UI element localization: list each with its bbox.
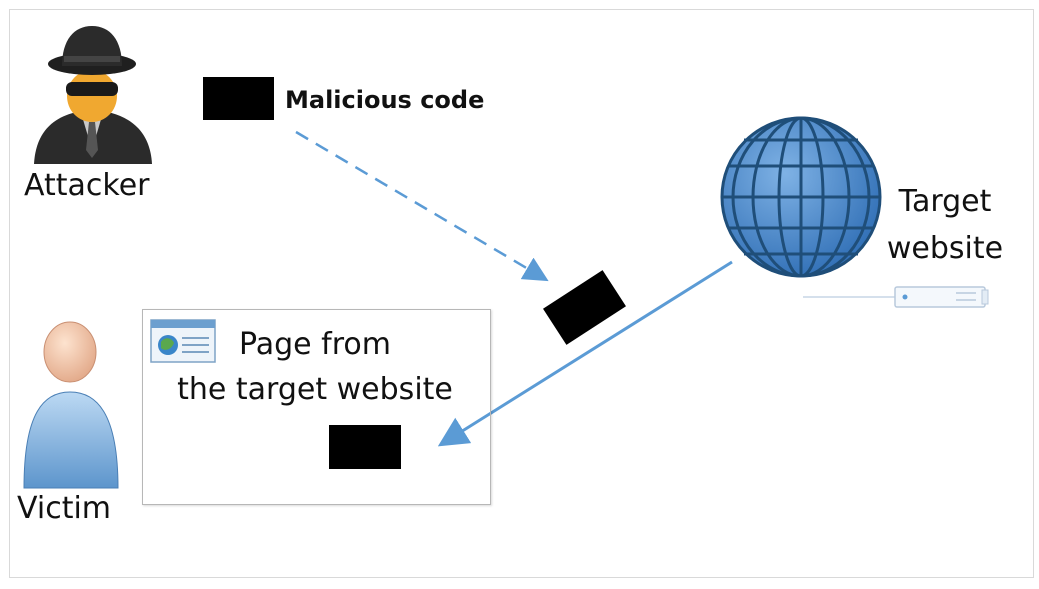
target-label-line1: Target	[898, 184, 992, 219]
target-page-box	[142, 309, 491, 505]
attacker-label: Attacker	[24, 168, 150, 203]
malicious-code-label: Malicious code	[285, 86, 485, 114]
globe-icon	[720, 116, 882, 278]
diagram-frame	[9, 9, 1034, 578]
user-icon	[23, 321, 119, 489]
inject-arrow	[295, 130, 549, 282]
target-website-label: Target website	[880, 178, 1010, 272]
server-icon	[803, 286, 989, 308]
spy-icon	[34, 26, 152, 164]
page-label: Page from the target website	[150, 322, 480, 412]
browser-window-icon	[150, 319, 216, 363]
page-label-line2: the target website	[177, 372, 453, 407]
victim-label: Victim	[17, 491, 112, 526]
serve-arrow	[437, 260, 733, 447]
malicious-code-block-in-page	[329, 425, 401, 469]
target-label-line2: website	[886, 231, 1004, 266]
malicious-code-block-legend	[203, 77, 274, 120]
page-label-line1: Page from	[239, 327, 391, 362]
